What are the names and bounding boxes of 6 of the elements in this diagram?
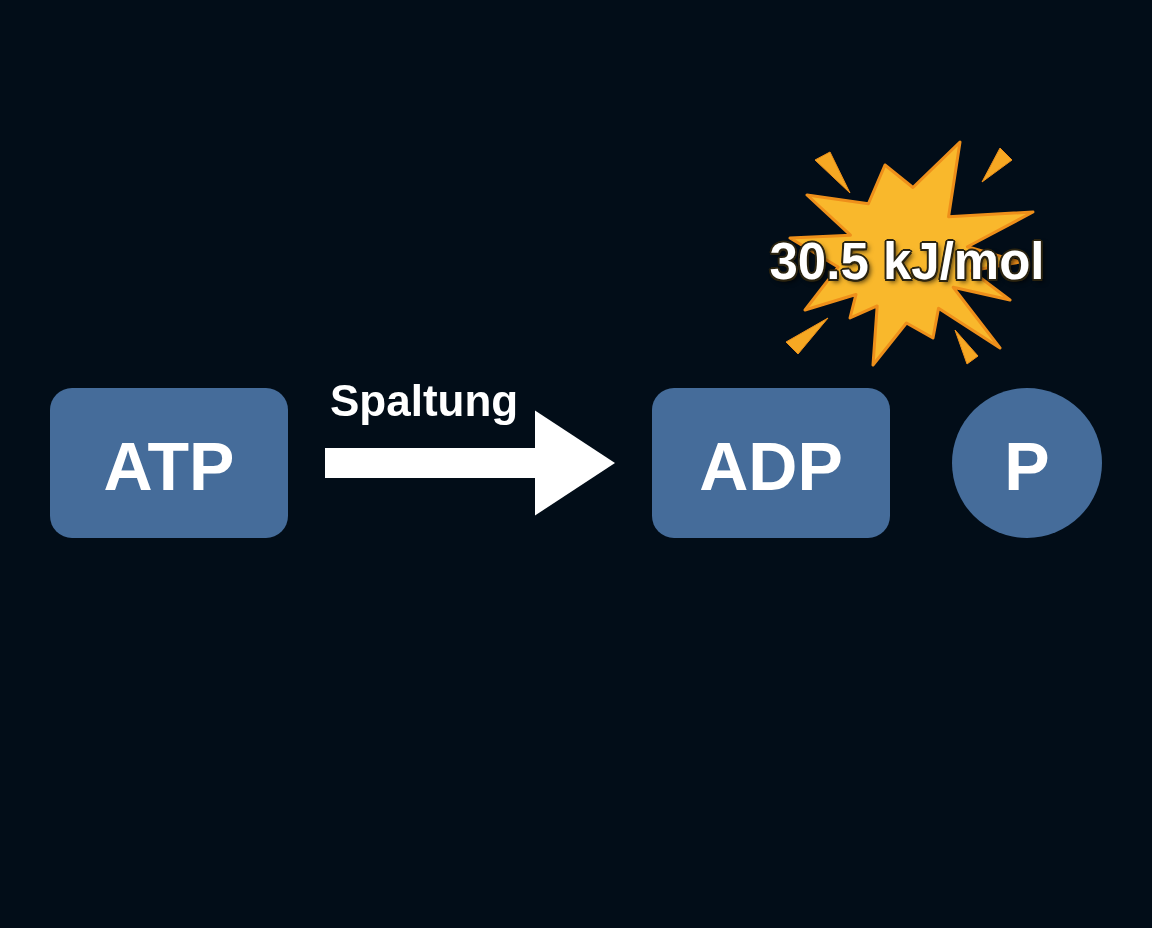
rounded-box bbox=[652, 388, 890, 538]
node-label: ADP bbox=[699, 426, 843, 506]
arrow bbox=[325, 410, 615, 516]
node-label: ATP bbox=[103, 426, 235, 506]
node-label: P bbox=[1004, 426, 1050, 506]
rounded-box bbox=[50, 388, 288, 538]
